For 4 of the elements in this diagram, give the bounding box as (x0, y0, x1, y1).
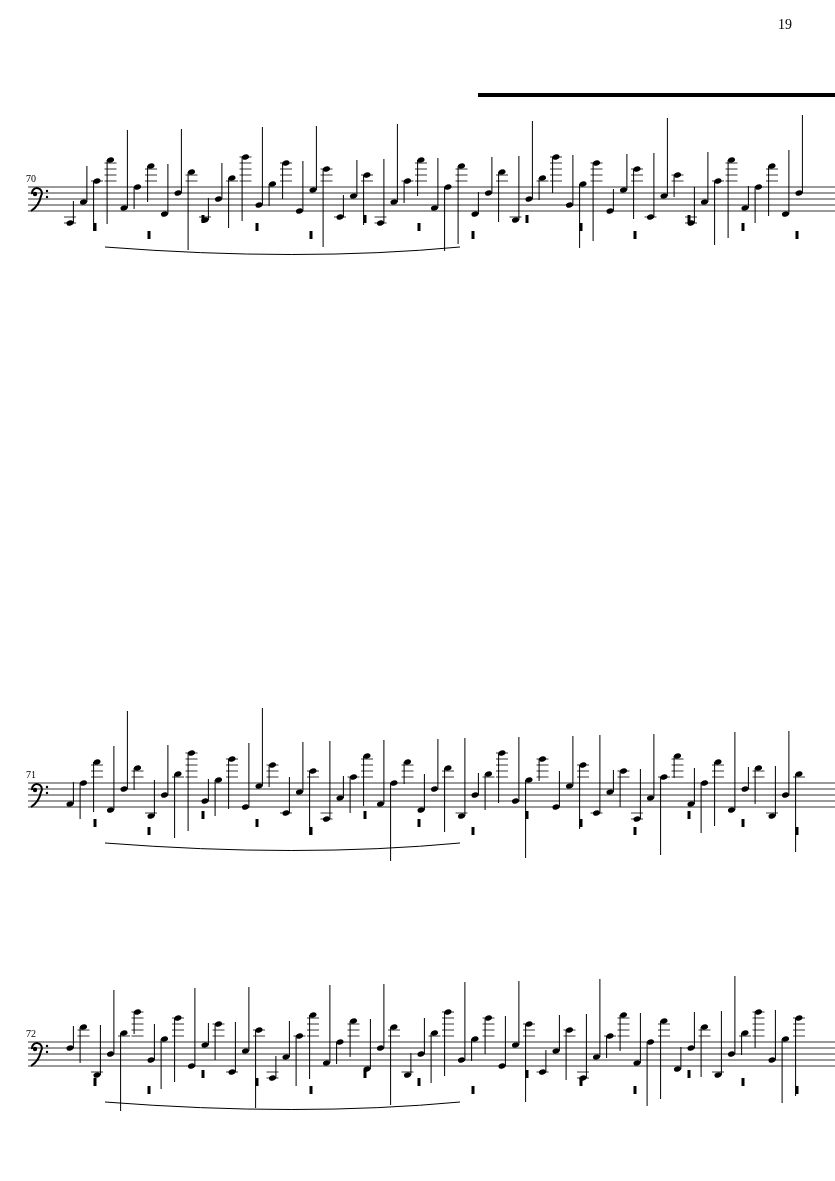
measure-number: 72 (26, 1029, 36, 1039)
measure-number: 71 (26, 770, 36, 780)
measure-number: 70 (26, 174, 36, 184)
page-number: 19 (778, 18, 792, 32)
